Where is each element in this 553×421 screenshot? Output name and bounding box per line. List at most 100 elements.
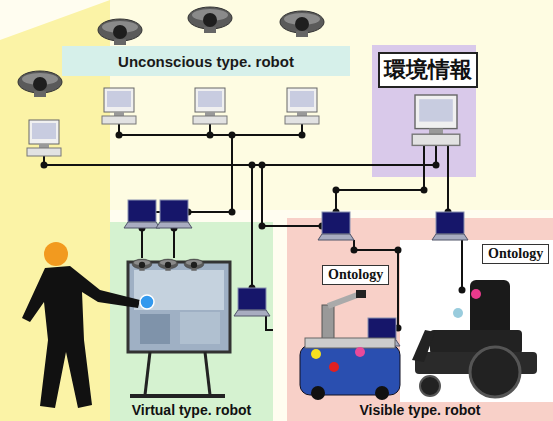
virtual-display-part [140,314,170,344]
ontology-box: Ontology [322,265,389,285]
virtual-display-part [128,262,230,352]
desktop-computers-part [285,88,319,124]
region-fills-part [287,218,553,421]
mobile-robot-part [375,386,389,400]
wire-dots-part [171,225,178,232]
wire-dots-part [139,225,146,232]
laptops-part [156,200,192,228]
wires-part [119,124,302,135]
ontology-label: Ontology [488,246,543,262]
human-figure-part [44,242,68,266]
mobile-robot-part [356,290,366,298]
mobile-robot-part [305,338,395,348]
virtual-display-part [158,259,178,271]
region-fills-part [400,240,553,402]
desktop-computers-part [27,120,61,156]
laptops-part [364,318,400,346]
virtual-display-part [132,259,152,271]
wires-part [266,316,273,330]
laptops-part [432,212,468,240]
wire-dots-part [333,209,340,216]
wire-dots-part [207,132,214,139]
web-cameras [18,7,324,97]
wires-part [141,228,143,258]
human-figure [22,242,154,408]
mobile-robot [300,290,400,400]
wire-dots-part [116,132,123,139]
wire-dots-part [249,162,256,169]
virtual-display-part [184,259,204,271]
wheelchair-robot-part [430,330,522,354]
desktop-computers-part [102,88,136,124]
wires-part [447,145,449,212]
laptops-part [234,288,270,316]
room-walls-part [0,0,110,421]
region-fills [62,45,553,421]
virtual-display-part [130,394,225,398]
wire-dots-part [259,162,266,169]
wire-dots-part [421,187,428,194]
wire-dots [41,132,466,332]
region-fills-part [62,46,350,76]
wheelchair-robot-part [453,308,463,318]
laptops [124,200,468,346]
region-label: Unconscious type. robot [118,53,294,70]
virtual-display-part [132,259,152,271]
web-cameras-part [188,7,232,33]
mobile-robot-part [328,294,360,306]
region-fills-part [110,222,273,421]
virtual-display [128,259,230,396]
virtual-display-part [134,270,224,310]
wires-part [209,124,211,135]
mobile-robot-part [311,386,325,400]
virtual-display-part [184,259,204,271]
wire-dots-part [445,209,452,216]
wheelchair-robot [412,280,537,397]
mobile-robot-part [311,349,321,359]
wires-part [44,145,436,165]
environment-panel: 環境情報 [372,45,484,177]
wheelchair-robot-part [470,347,520,397]
wheelchair-robot-part [470,280,510,350]
wheelchair-robot-part [412,330,435,362]
desktop-computers-part [412,95,460,145]
wires-part [251,165,253,288]
wire-dots-part [259,223,266,230]
laptops-part [318,212,354,240]
wheelchair-robot-part [471,289,481,299]
wire-dots-part [185,209,192,216]
region-label: 環境情報 [378,52,478,88]
wire-dots-part [229,132,236,139]
wire-dots-part [351,247,358,254]
ontology-box: Ontology [482,244,549,264]
wires-part [336,145,424,212]
wire-dots-part [229,209,236,216]
human-figure-part [140,295,154,309]
virtual-display-part [180,312,220,344]
web-cameras-part [18,71,62,97]
ontology-label: Ontology [328,267,383,283]
region-band: Unconscious type. robot [62,46,350,76]
virtual-display-part [205,352,210,395]
robot-region: Visible type. robotOntologyOntology [287,218,553,421]
robot-region: Virtual type. robot [110,222,273,421]
human-figure-part [22,266,140,408]
web-cameras-part [98,19,142,45]
mobile-robot-part [300,345,400,395]
wires-part [188,135,232,212]
virtual-display-part [145,352,150,395]
wires-part [461,240,463,290]
wire-dots-part [41,162,48,169]
region-label: Visible type. robot [359,402,480,418]
wheelchair-robot-part [420,376,440,396]
mobile-robot-part [329,362,339,372]
wheelchair-robot-part [415,352,537,374]
wire-dots-part [249,285,256,292]
wires [44,124,462,330]
desktop-computers-part [193,88,227,124]
wire-dots-part [299,132,306,139]
wires-part [262,165,322,226]
